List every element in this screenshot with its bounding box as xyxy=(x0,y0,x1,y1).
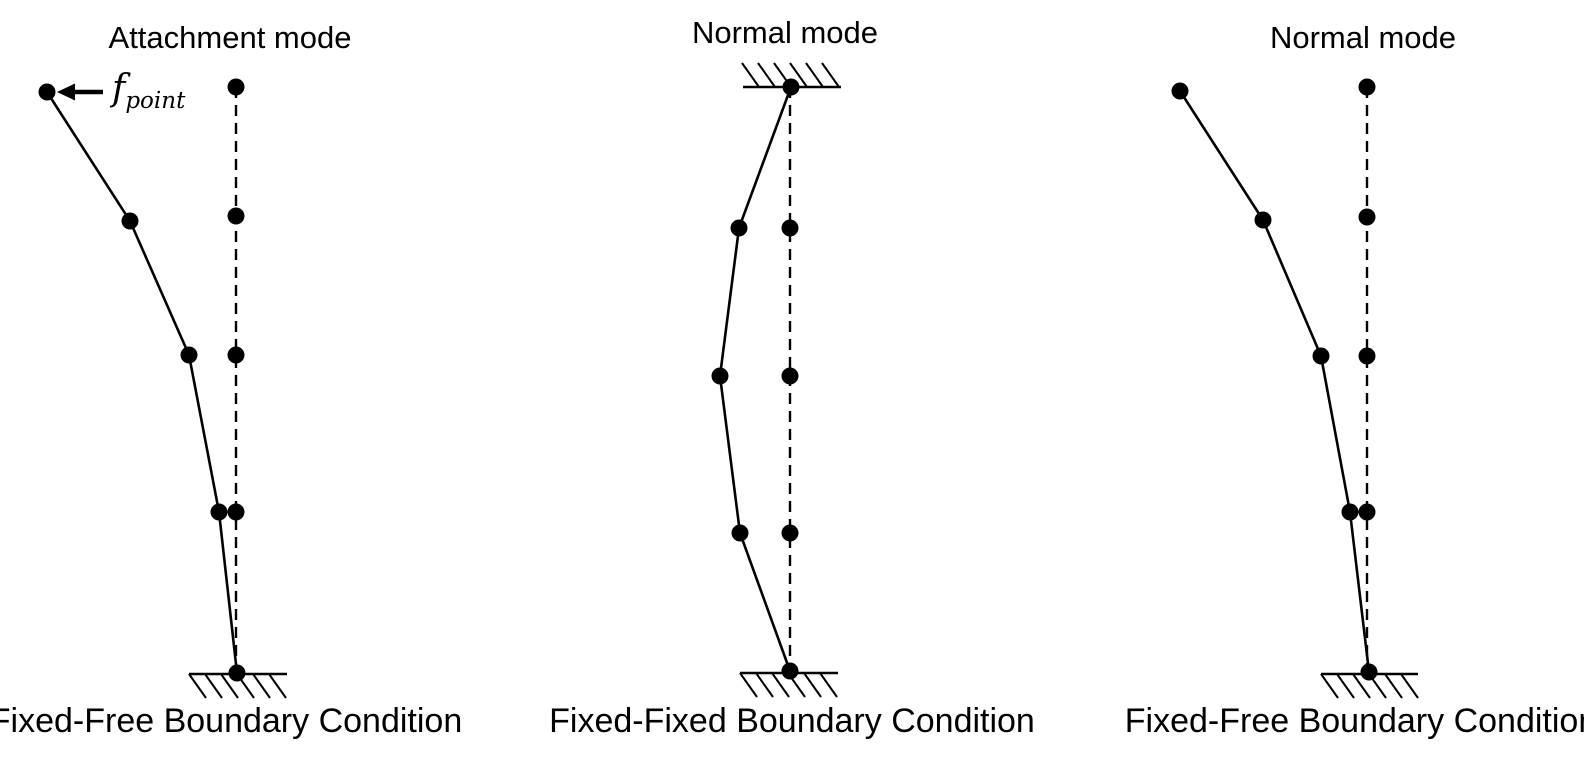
hatch-stroke xyxy=(1352,673,1371,699)
axis-node-dot xyxy=(1358,208,1376,226)
node-dot xyxy=(1312,347,1330,365)
node-dot xyxy=(210,503,228,521)
mode-diagram xyxy=(38,78,287,699)
axis-node-dot xyxy=(781,219,799,237)
ground-hatching xyxy=(1320,673,1419,699)
node-dot xyxy=(731,524,749,542)
node-dot xyxy=(711,367,729,385)
node-dot xyxy=(781,662,799,680)
hatch-stroke xyxy=(803,672,822,698)
diagram-title-right: Normal mode xyxy=(1269,20,1457,55)
axis-node-dot xyxy=(227,207,245,225)
axis-node-dot xyxy=(1358,78,1376,96)
deflected-shape-line xyxy=(718,86,793,672)
mode-diagram xyxy=(1171,78,1419,699)
node-dot xyxy=(782,78,800,96)
hatch-stroke xyxy=(1400,673,1419,699)
hatch-stroke xyxy=(1384,673,1403,699)
boundary-condition-caption-right: Fixed-Free Boundary Condition xyxy=(1124,702,1584,740)
force-point-label: fpoint xyxy=(112,68,185,113)
mode-diagram xyxy=(711,62,841,698)
deflected-shape-line xyxy=(45,91,239,674)
hatch-stroke xyxy=(757,62,776,88)
hatch-stroke xyxy=(739,672,758,698)
axis-node-dot xyxy=(227,78,245,96)
diagram-title-left: Attachment mode xyxy=(108,20,352,55)
boundary-condition-caption-middle: Fixed-Fixed Boundary Condition xyxy=(549,702,1035,740)
hatch-stroke xyxy=(268,673,287,699)
force-symbol-subscript: point xyxy=(125,88,186,115)
axis-node-dot xyxy=(227,503,245,521)
node-dot xyxy=(228,664,246,682)
hatch-stroke xyxy=(821,62,840,88)
axis-node-dot xyxy=(781,524,799,542)
hatch-stroke xyxy=(204,673,223,699)
node-dot xyxy=(180,346,198,364)
axis-node-dot xyxy=(1358,503,1376,521)
node-dot xyxy=(1254,211,1272,229)
hatch-stroke xyxy=(805,62,824,88)
hatch-stroke xyxy=(188,673,207,699)
hatch-stroke xyxy=(755,672,774,698)
node-dot xyxy=(121,212,139,230)
node-dot xyxy=(1171,82,1189,100)
hatch-stroke xyxy=(1320,673,1339,699)
hatch-stroke xyxy=(1336,673,1355,699)
deflected-shape-line xyxy=(1178,90,1371,673)
axis-node-dot xyxy=(781,367,799,385)
axis-node-dot xyxy=(1358,347,1376,365)
hatch-stroke xyxy=(220,673,239,699)
diagram-title-middle: Normal mode xyxy=(691,15,879,50)
boundary-condition-caption-left: Fixed-Free Boundary Condition xyxy=(0,702,463,740)
hatch-stroke xyxy=(789,62,808,88)
hatch-stroke xyxy=(252,673,271,699)
node-dot xyxy=(1360,663,1378,681)
node-dot xyxy=(38,83,56,101)
force-arrow-head xyxy=(57,83,75,101)
force-symbol-f: f xyxy=(112,68,126,109)
node-dot xyxy=(1341,503,1359,521)
node-dot xyxy=(730,219,748,237)
hatch-stroke xyxy=(741,62,760,88)
axis-node-dot xyxy=(227,346,245,364)
hatch-stroke xyxy=(771,672,790,698)
hatch-stroke xyxy=(819,672,838,698)
